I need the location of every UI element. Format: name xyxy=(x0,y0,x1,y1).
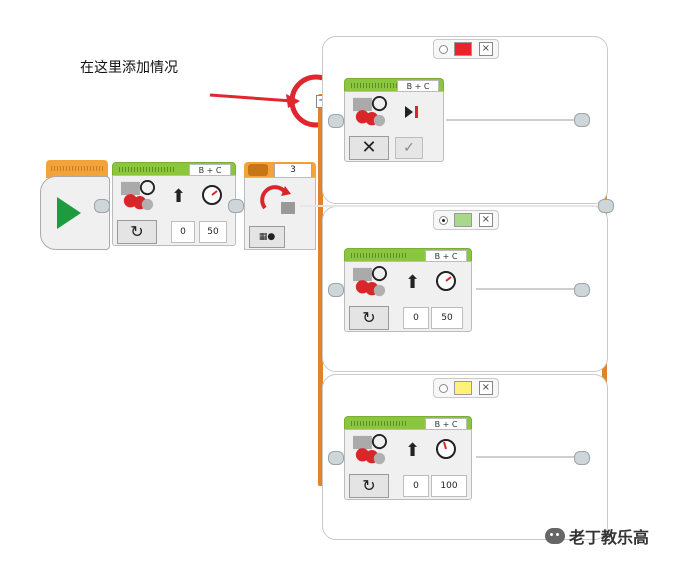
case-default-radio[interactable] xyxy=(439,215,449,225)
power-value[interactable]: 50 xyxy=(199,221,227,243)
switch-body: ▦● xyxy=(244,177,316,250)
switch-mode-selector[interactable]: ▦● xyxy=(249,226,285,248)
block-body: ⬆ ↻ 0 50 xyxy=(344,261,472,332)
close-icon[interactable]: × xyxy=(478,213,493,227)
start-block-header xyxy=(46,160,108,178)
case-port-in[interactable] xyxy=(328,283,344,297)
case-port-in[interactable] xyxy=(328,114,344,128)
close-icon[interactable]: × xyxy=(478,42,493,56)
port-selector[interactable]: B + C xyxy=(397,80,439,94)
watermark: 老丁教乐高 xyxy=(545,524,649,548)
sequence-port[interactable] xyxy=(94,199,110,213)
rotate-icon[interactable]: ↻ xyxy=(349,474,389,498)
steering-value[interactable]: 0 xyxy=(403,307,429,329)
case-port-out[interactable] xyxy=(574,113,590,127)
wire xyxy=(446,119,574,121)
steering-value[interactable]: 0 xyxy=(171,221,195,243)
case-port-out[interactable] xyxy=(574,283,590,297)
play-icon[interactable] xyxy=(57,197,81,229)
close-icon[interactable]: × xyxy=(478,381,493,395)
steering-arrow-icon: ⬆ xyxy=(405,440,421,461)
rotate-icon[interactable]: ↻ xyxy=(349,306,389,330)
switch-exit-port[interactable] xyxy=(598,199,614,213)
move-tank-block[interactable]: B + C ⬆ ↻ 0 50 xyxy=(344,248,472,332)
block-body: ⬆ ↻ 0 100 xyxy=(344,429,472,500)
steering-value[interactable]: 0 xyxy=(403,475,429,497)
stop-mode-button[interactable]: ✕ xyxy=(349,136,389,160)
annotation-label: 在这里添加情况 xyxy=(80,60,178,76)
rotate-icon[interactable]: ↻ xyxy=(117,220,157,244)
case-header-2[interactable]: × xyxy=(433,210,499,230)
move-tank-block[interactable]: B + C ⬆ ↻ 0 50 xyxy=(112,162,236,246)
block-body: ⬆ ↻ 0 50 xyxy=(112,175,236,246)
motor-off-block[interactable]: B + C ✕ ✓ xyxy=(344,78,444,162)
block-header: B + C xyxy=(344,248,472,264)
wire xyxy=(300,205,600,207)
block-header: B + C xyxy=(112,162,236,178)
speed-gauge-icon xyxy=(436,271,456,291)
start-block-body xyxy=(40,176,110,250)
case-color-swatch[interactable] xyxy=(454,42,473,56)
move-tank-block[interactable]: B + C ⬆ ↻ 0 100 xyxy=(344,416,472,500)
wechat-icon xyxy=(545,528,565,544)
power-value[interactable]: 50 xyxy=(431,307,463,329)
brick-buttons-icon xyxy=(260,185,295,214)
check-icon[interactable]: ✓ xyxy=(395,137,423,159)
steering-arrow-icon: ⬆ xyxy=(405,272,421,293)
case-header-1[interactable]: × xyxy=(433,39,499,59)
wire xyxy=(476,456,574,458)
motor-icon xyxy=(121,180,155,211)
switch-port-number[interactable]: 3 xyxy=(274,163,312,178)
wire xyxy=(476,288,574,290)
block-header: B + C xyxy=(344,416,472,432)
case-default-radio[interactable] xyxy=(439,44,449,54)
steering-arrow-icon: ⬆ xyxy=(171,186,187,207)
off-icon xyxy=(405,106,418,118)
motor-icon xyxy=(353,266,387,297)
switch-header: 3 xyxy=(244,162,316,178)
case-color-swatch[interactable] xyxy=(454,381,473,395)
watermark-text: 老丁教乐高 xyxy=(569,528,650,547)
motor-icon xyxy=(353,96,387,127)
speed-gauge-icon xyxy=(202,185,222,205)
speed-gauge-icon xyxy=(436,439,456,459)
sequence-port[interactable] xyxy=(228,199,244,213)
case-port-in[interactable] xyxy=(328,451,344,465)
power-value[interactable]: 100 xyxy=(431,475,467,497)
switch-block[interactable]: 3 ▦● xyxy=(244,162,316,250)
block-body: ✕ ✓ xyxy=(344,91,444,162)
block-header: B + C xyxy=(344,78,444,94)
switch-left-bar xyxy=(318,94,323,486)
motor-icon xyxy=(353,434,387,465)
case-default-radio[interactable] xyxy=(439,383,449,393)
start-block[interactable] xyxy=(40,160,110,250)
case-header-3[interactable]: × xyxy=(433,378,499,398)
case-port-out[interactable] xyxy=(574,451,590,465)
case-color-swatch[interactable] xyxy=(454,213,473,227)
switch-icon xyxy=(248,164,268,176)
